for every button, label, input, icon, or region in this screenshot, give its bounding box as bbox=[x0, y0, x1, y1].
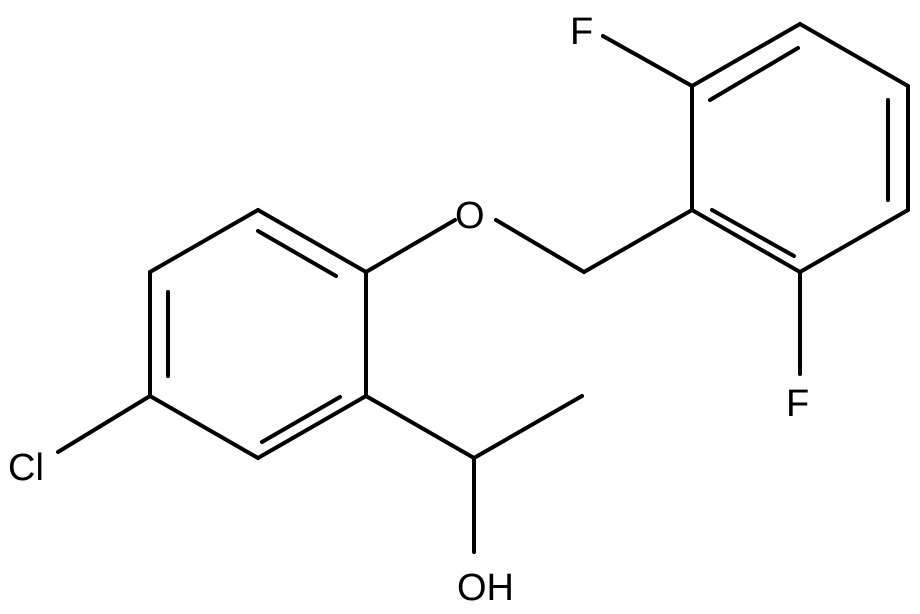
bond bbox=[798, 22, 910, 88]
bond-c-o bbox=[364, 218, 457, 274]
bond-o-ch2 bbox=[494, 218, 586, 274]
bond-ch2-ring bbox=[582, 208, 694, 274]
bond bbox=[798, 208, 910, 274]
bond bbox=[690, 208, 802, 274]
bond bbox=[690, 22, 802, 88]
double-bond-inner bbox=[708, 46, 800, 102]
right-ring bbox=[690, 22, 910, 274]
fluorine-bottom-label: F bbox=[786, 383, 809, 425]
bond bbox=[148, 208, 260, 274]
double-bond-inner bbox=[256, 229, 338, 278]
bond-c-f-top bbox=[601, 34, 694, 88]
bond bbox=[256, 394, 368, 460]
hydroxyl-label: OH bbox=[457, 567, 514, 609]
fluorine-top-label: F bbox=[570, 11, 593, 53]
double-bond-inner bbox=[260, 395, 342, 444]
bond-chc-methyl bbox=[472, 394, 584, 460]
chlorine-label: Cl bbox=[8, 447, 44, 489]
bond-c-cl bbox=[56, 394, 152, 454]
bond bbox=[256, 208, 368, 274]
left-ring bbox=[148, 208, 368, 460]
bond bbox=[148, 394, 260, 460]
double-bond-inner bbox=[710, 208, 796, 258]
bond-ring-chc bbox=[364, 394, 476, 460]
ether-oxygen-label: O bbox=[455, 195, 485, 237]
